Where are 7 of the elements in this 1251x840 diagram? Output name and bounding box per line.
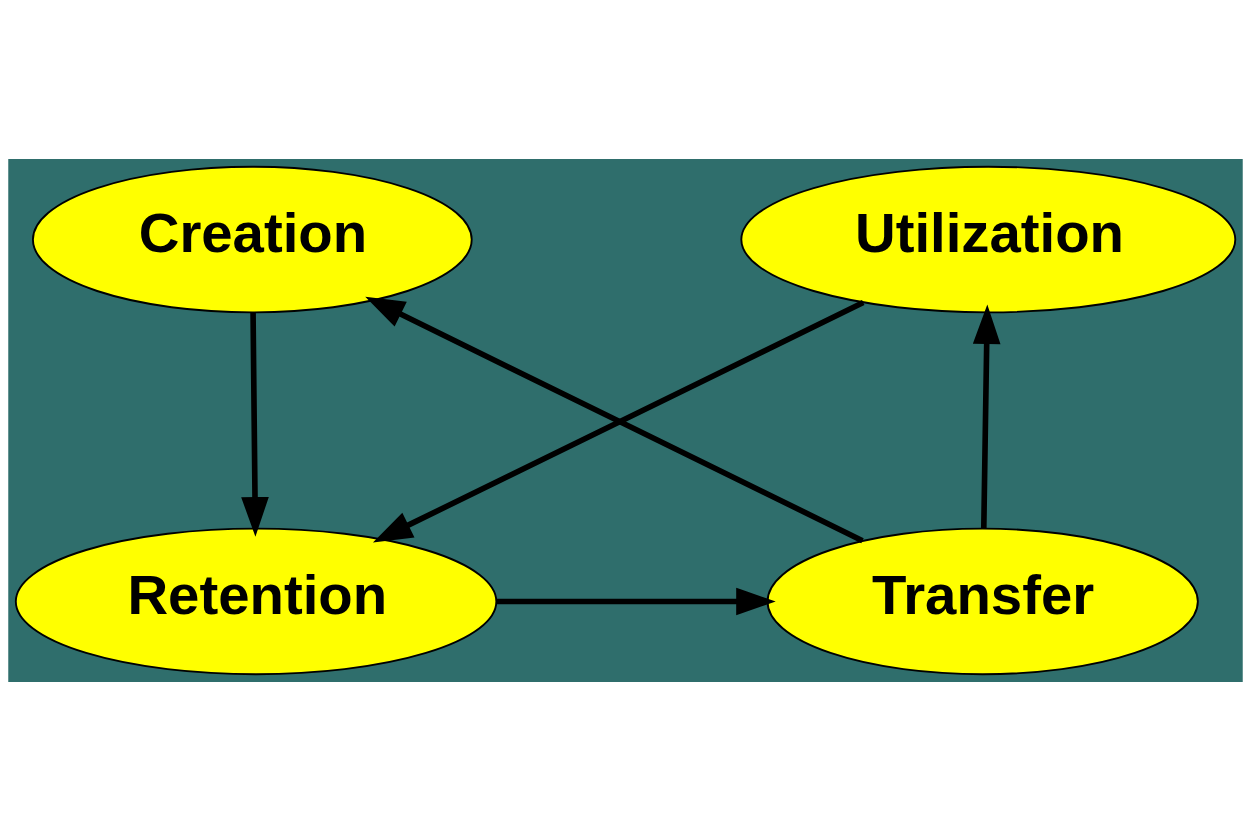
node-ellipse: Retention xyxy=(14,527,498,675)
node-ellipse: Utilization xyxy=(740,165,1237,313)
node-ellipse: Creation xyxy=(32,165,473,313)
arrow xyxy=(241,312,269,537)
node-ellipse: Transfer xyxy=(766,527,1199,675)
arrow xyxy=(972,304,1001,528)
arrow xyxy=(496,587,776,615)
